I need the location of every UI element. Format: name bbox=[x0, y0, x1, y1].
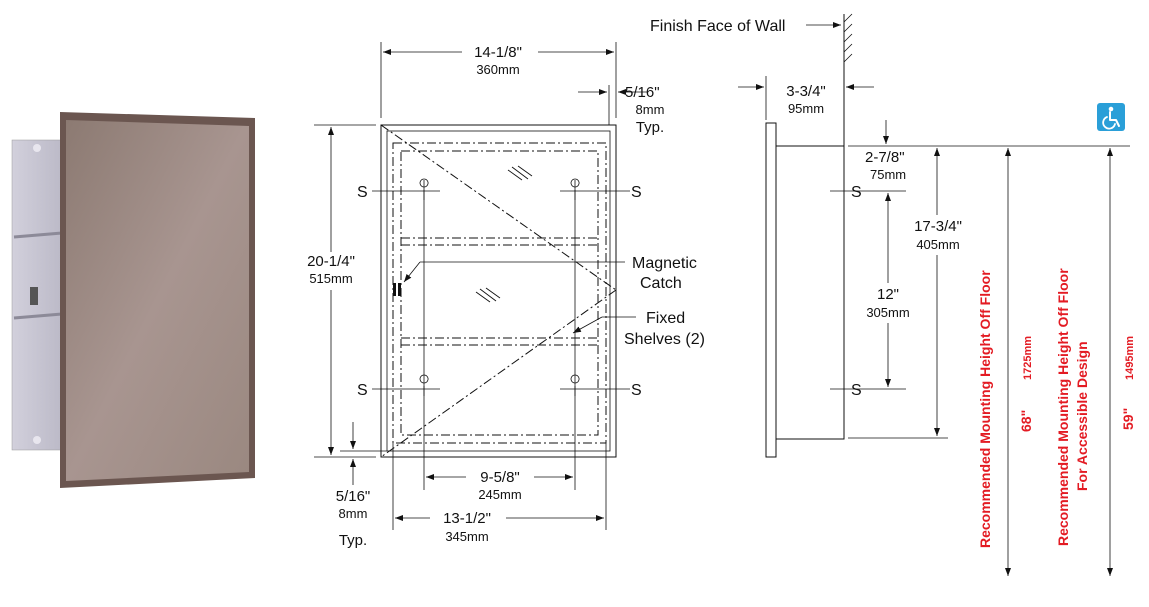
door-latch bbox=[30, 287, 38, 305]
top-to-screw-mm: 75mm bbox=[870, 167, 906, 182]
top-to-screw-inch: 2-7/8" bbox=[865, 149, 905, 166]
magnetic-catch-mark bbox=[398, 283, 401, 296]
screw-label: S bbox=[631, 184, 642, 201]
screw-spacing-inch: 9-5/8" bbox=[480, 469, 520, 486]
cabinet-shelf bbox=[13, 231, 63, 239]
rough-height-inch: 17-3/4" bbox=[914, 218, 962, 235]
rough-width-inch: 13-1/2" bbox=[443, 510, 491, 527]
flange-mm: 8mm bbox=[636, 102, 665, 117]
side-view: Finish Face of Wall 3-3/4" 95mm S S 2-7/… bbox=[650, 13, 1130, 458]
flange-bottom-mm: 8mm bbox=[339, 506, 368, 521]
accessible-height-subtitle: For Accessible Design bbox=[1074, 341, 1090, 491]
screw-vertical-inch: 12" bbox=[877, 286, 899, 303]
wheelchair-icon bbox=[1097, 103, 1125, 131]
fixed-shelves-label: Fixed bbox=[646, 310, 685, 327]
overall-width-mm: 360mm bbox=[476, 62, 519, 77]
overall-height-mm: 515mm bbox=[309, 271, 352, 286]
screw-label: S bbox=[357, 184, 368, 201]
flange-note: Typ. bbox=[636, 119, 664, 136]
fixed-shelves-label: Shelves (2) bbox=[624, 331, 705, 348]
screw-label: S bbox=[357, 382, 368, 399]
overall-width-inch: 14-1/8" bbox=[474, 44, 522, 61]
flange-bottom-note: Typ. bbox=[339, 532, 367, 549]
screw-spacing-mm: 245mm bbox=[478, 487, 521, 502]
screw-label: S bbox=[851, 184, 862, 201]
cabinet-shelf bbox=[13, 312, 63, 320]
front-box-inner bbox=[400, 150, 599, 436]
front-box-outline bbox=[392, 142, 607, 444]
depth-mm: 95mm bbox=[788, 101, 824, 116]
rough-width-mm: 345mm bbox=[445, 529, 488, 544]
screw-vertical-mm: 305mm bbox=[866, 305, 909, 320]
flange-inch: 5/16" bbox=[625, 84, 660, 101]
screw-label: S bbox=[851, 382, 862, 399]
callout-leader bbox=[572, 316, 603, 334]
side-door-flange bbox=[765, 122, 777, 458]
front-view: S S S S 14-1/8" 360mm 5/16" 8mm Typ. 20-… bbox=[298, 42, 705, 549]
wall-label: Finish Face of Wall bbox=[650, 18, 785, 35]
door-swing-line bbox=[380, 289, 617, 458]
mounting-heights: Recommended Mounting Height Off Floor 68… bbox=[974, 103, 1140, 576]
depth-inch: 3-3/4" bbox=[786, 83, 826, 100]
accessible-height-mm: 1495mm bbox=[1124, 336, 1136, 380]
front-inner-frame bbox=[386, 130, 611, 452]
screw-label: S bbox=[631, 382, 642, 399]
accessible-height-inch: 59" bbox=[1120, 408, 1136, 430]
product-photo bbox=[11, 112, 255, 488]
standard-height-inch: 68" bbox=[1018, 410, 1034, 432]
side-box bbox=[775, 145, 845, 440]
wall-hatch bbox=[843, 13, 853, 63]
door-swing-line bbox=[380, 124, 617, 291]
rough-height-mm: 405mm bbox=[916, 237, 959, 252]
hinge-dot bbox=[33, 144, 41, 152]
mirror-surface bbox=[66, 120, 249, 481]
standard-height-title: Recommended Mounting Height Off Floor bbox=[977, 270, 993, 548]
hinge-dot bbox=[33, 436, 41, 444]
glass-hatch bbox=[475, 165, 533, 303]
front-outer-frame bbox=[380, 124, 617, 458]
magnetic-catch-label: Catch bbox=[640, 275, 682, 292]
callout-leader bbox=[403, 261, 421, 283]
magnetic-catch-mark bbox=[393, 283, 396, 296]
magnetic-catch-label: Magnetic bbox=[632, 255, 697, 272]
accessible-height-title: Recommended Mounting Height Off Floor bbox=[1055, 268, 1071, 546]
overall-height-inch: 20-1/4" bbox=[307, 253, 355, 270]
standard-height-mm: 1725mm bbox=[1022, 336, 1034, 380]
flange-bottom-inch: 5/16" bbox=[336, 488, 371, 505]
